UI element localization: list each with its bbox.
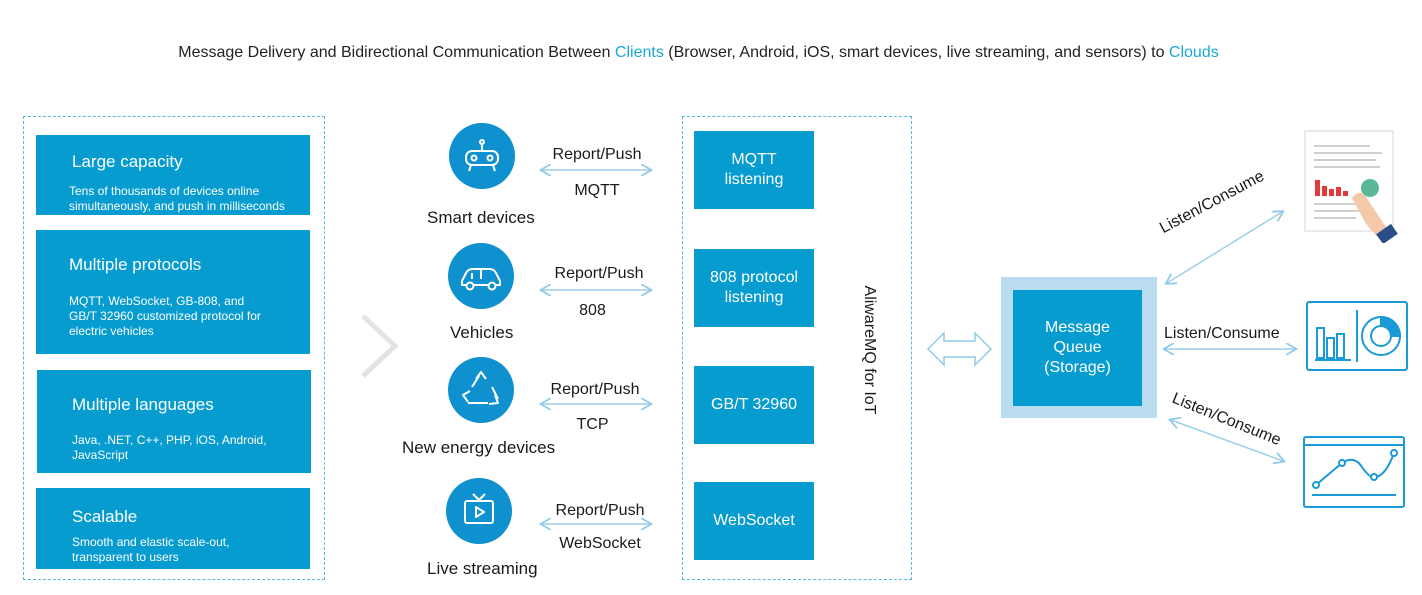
device-label-live-streaming: Live streaming xyxy=(427,559,538,578)
arrow-protocol-label: 808 xyxy=(579,302,606,319)
feature-multiple-protocols: Multiple protocols MQTT, WebSocket, GB-8… xyxy=(36,230,310,354)
robot-icon xyxy=(449,123,515,189)
hollow-double-arrow xyxy=(926,331,993,367)
recycle-icon xyxy=(448,357,514,423)
feature-desc-line2: JavaScript xyxy=(72,448,129,462)
queue-line2: Queue xyxy=(1053,339,1102,356)
feature-desc-line1: Smooth and elastic scale-out, xyxy=(72,535,230,549)
listener-line2: listening xyxy=(724,289,784,306)
car-icon xyxy=(448,243,514,309)
feature-title: Multiple protocols xyxy=(69,255,202,274)
feature-scalable: Scalable Smooth and elastic scale-out, t… xyxy=(36,488,310,569)
listener-line1: WebSocket xyxy=(713,512,795,529)
feature-desc-line1: Tens of thousands of devices online xyxy=(69,184,260,198)
listener-line1: 808 protocol xyxy=(709,269,799,286)
listener-line1: GB/T 32960 xyxy=(711,396,797,413)
report-icon xyxy=(1304,130,1398,243)
line-chart-icon xyxy=(1303,436,1405,508)
title-part2: (Browser, Android, iOS, smart devices, l… xyxy=(663,44,1169,61)
double-arrow xyxy=(1167,212,1282,283)
broker-panel xyxy=(682,116,912,580)
arrow-action-label: Report/Push xyxy=(555,502,645,519)
arrow-action-label: Report/Push xyxy=(550,381,640,398)
device-label-new-energy: New energy devices xyxy=(402,438,556,457)
arrow-action-label: Report/Push xyxy=(554,265,644,282)
arrow-protocol-label: TCP xyxy=(576,416,609,433)
title-clouds: Clouds xyxy=(1168,44,1219,61)
double-arrow xyxy=(1171,420,1283,461)
feature-title: Large capacity xyxy=(72,152,183,171)
feature-title: Scalable xyxy=(72,507,138,526)
chevron-right-icon xyxy=(361,314,399,378)
feature-title: Multiple languages xyxy=(72,395,214,414)
feature-desc-line2: simultaneously, and push in milliseconds xyxy=(69,199,285,213)
arrow-action-label: Report/Push xyxy=(552,146,642,163)
device-label-vehicles: Vehicles xyxy=(450,323,514,342)
arrow-protocol-label: MQTT xyxy=(574,182,620,199)
consume-label-middle: Listen/Consume xyxy=(1164,325,1280,342)
message-queue: Message Queue (Storage) xyxy=(1013,290,1142,406)
dashboard-icon xyxy=(1306,301,1408,371)
queue-line1: Message xyxy=(1045,319,1110,336)
feature-desc-line1: Java, .NET, C++, PHP, iOS, Android, xyxy=(72,433,267,447)
listener-808: 808 protocol listening xyxy=(694,249,814,327)
title-part1: Message Delivery and Bidirectional Commu… xyxy=(178,44,615,61)
feature-desc-line1: MQTT, WebSocket, GB-808, and xyxy=(69,294,245,308)
feature-desc-line3: electric vehicles xyxy=(69,324,154,338)
diagram-title: Message Delivery and Bidirectional Commu… xyxy=(0,44,1397,62)
feature-desc-line2: GB/T 32960 customized protocol for xyxy=(69,309,261,323)
listener-websocket: WebSocket xyxy=(694,482,814,560)
queue-line3: (Storage) xyxy=(1044,359,1111,376)
tv-play-icon xyxy=(446,478,512,544)
arrow-protocol-label: WebSocket xyxy=(559,535,641,552)
title-clients: Clients xyxy=(614,44,664,61)
feature-large-capacity: Large capacity Tens of thousands of devi… xyxy=(36,135,310,215)
listener-line1: MQTT xyxy=(731,151,777,168)
listener-mqtt: MQTT listening xyxy=(694,131,814,209)
feature-multiple-languages: Multiple languages Java, .NET, C++, PHP,… xyxy=(37,370,311,473)
listener-line2: listening xyxy=(724,171,784,188)
device-label-smart-devices: Smart devices xyxy=(427,208,535,227)
feature-desc-line2: transparent to users xyxy=(72,550,179,564)
broker-label: AliwareMQ for IoT xyxy=(861,285,878,415)
features-panel xyxy=(23,116,325,580)
listener-gbt32960: GB/T 32960 xyxy=(694,366,814,444)
